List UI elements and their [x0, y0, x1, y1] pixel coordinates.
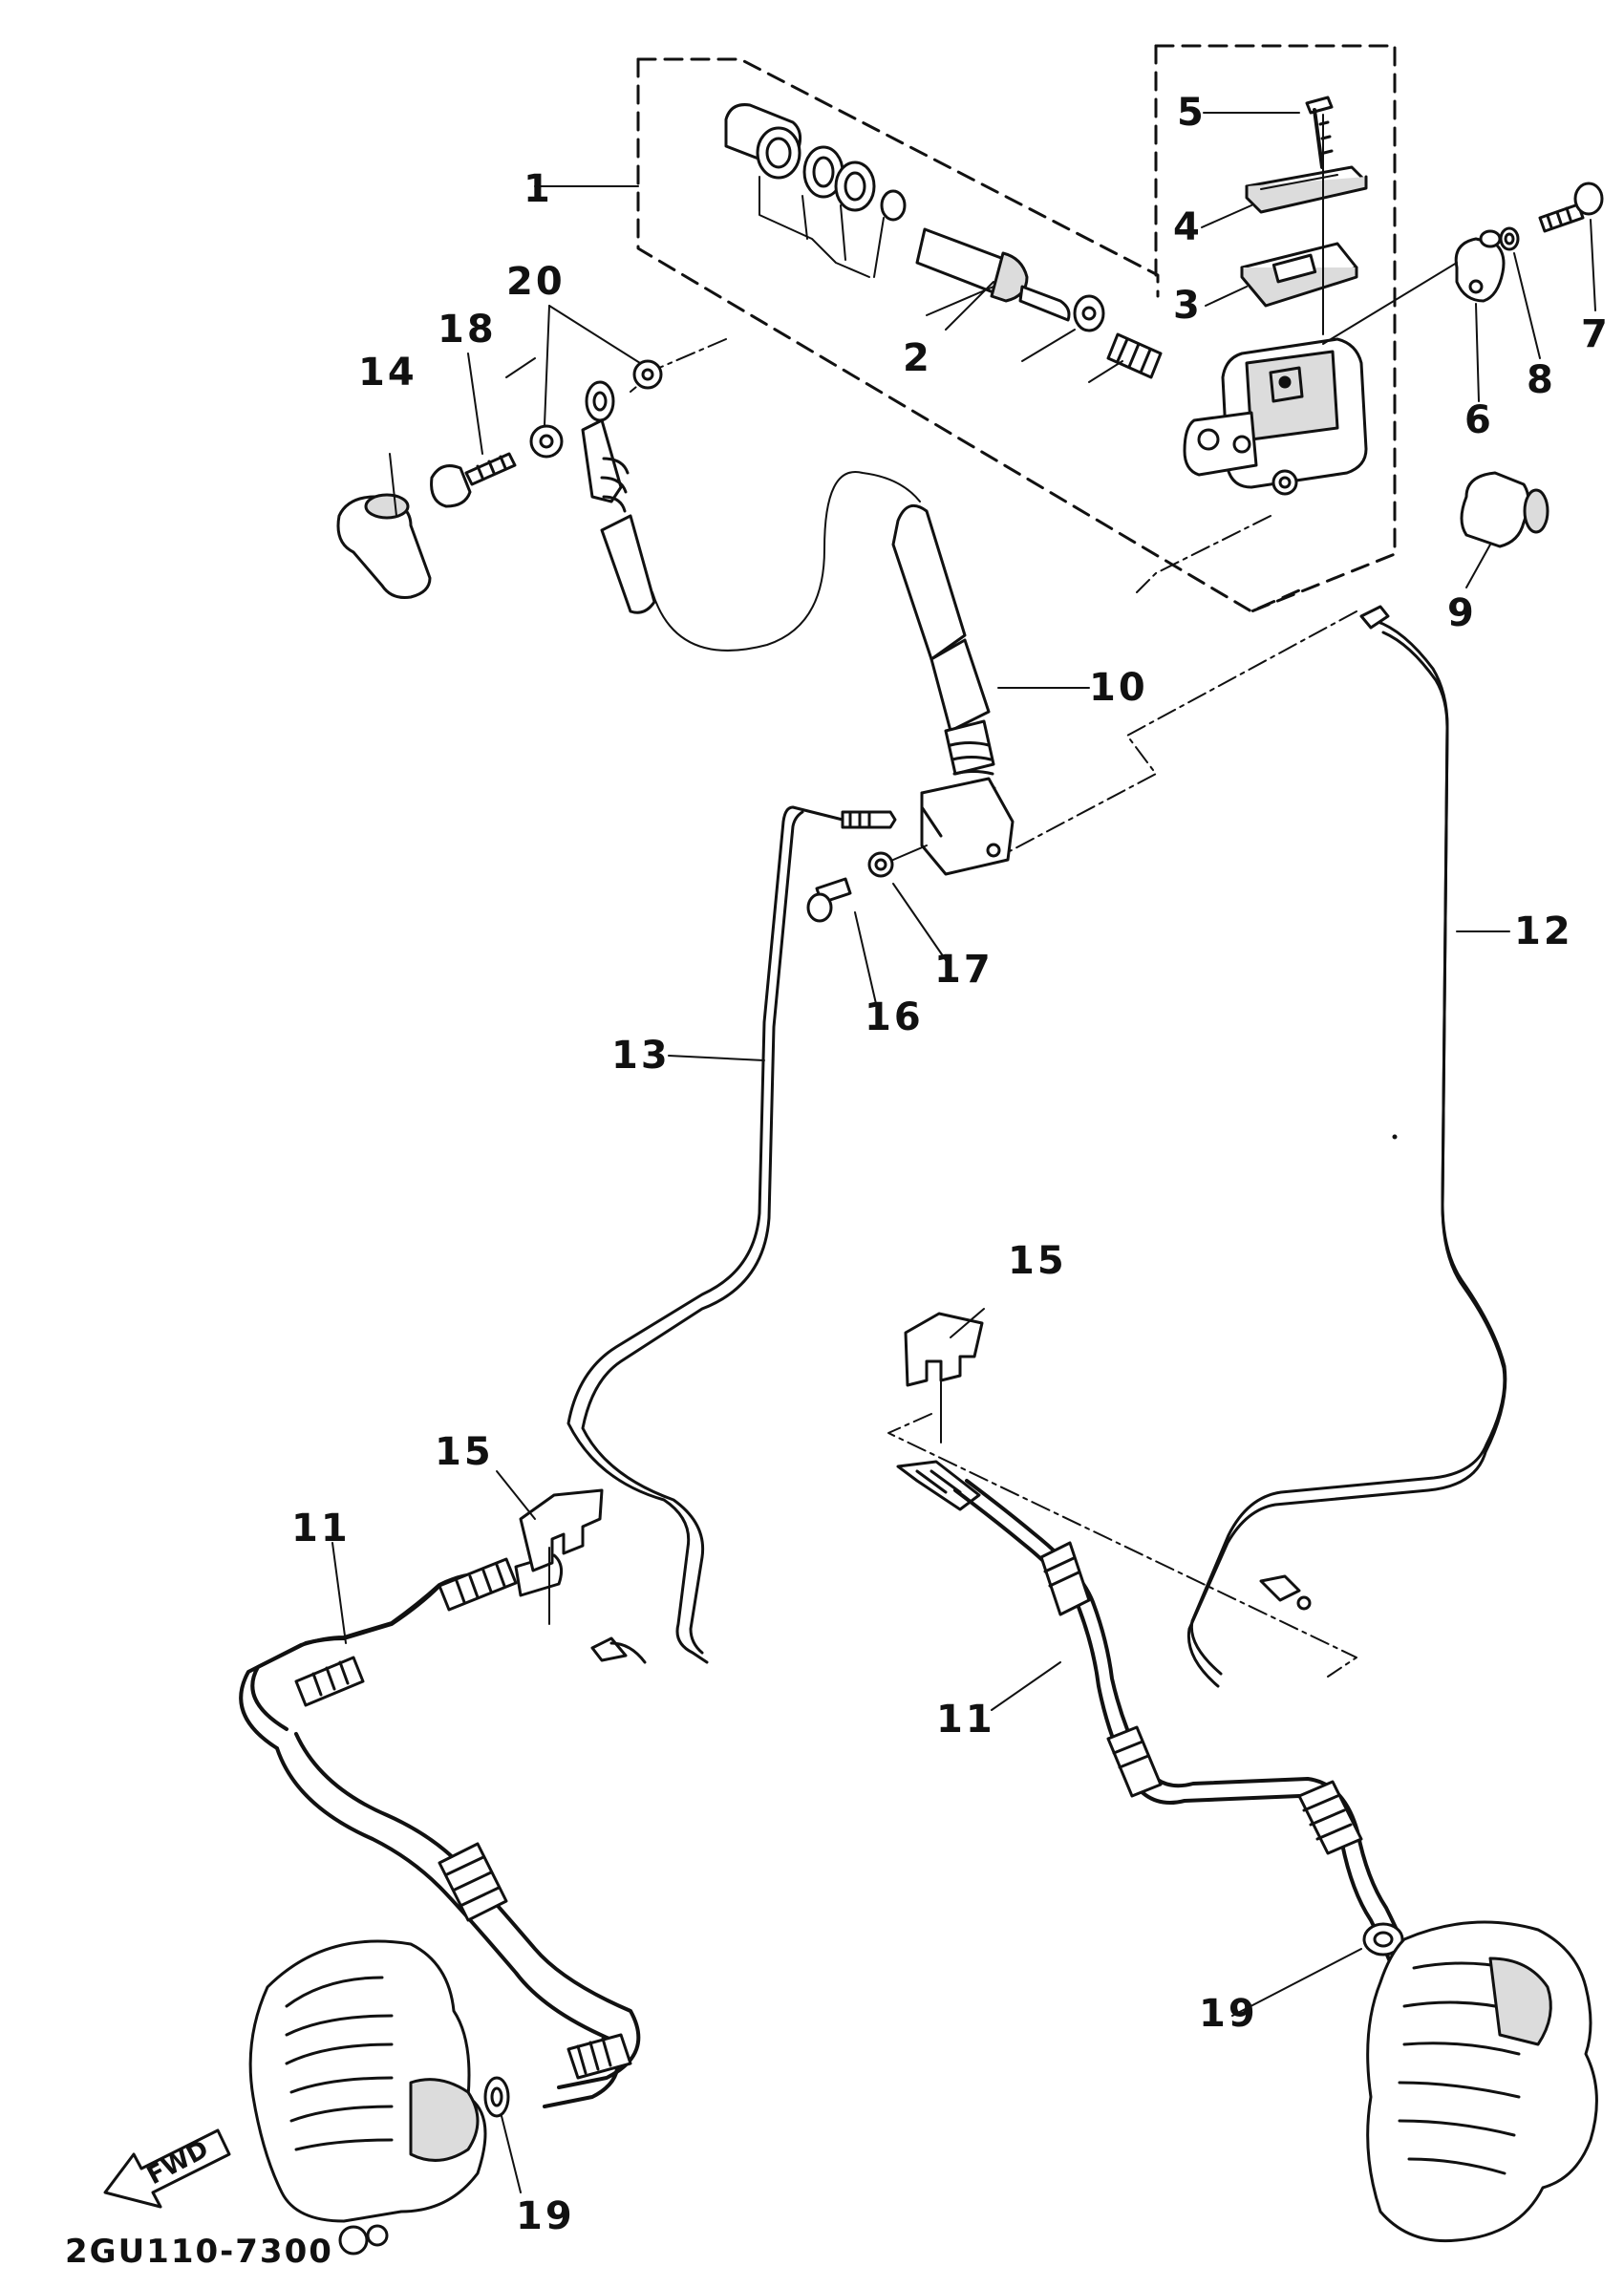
- right-brake-hose: [896, 1460, 1417, 1989]
- sleeve-part: [1460, 471, 1549, 548]
- hose-joint-group: [791, 503, 1015, 923]
- part-label-20: 20: [506, 260, 566, 304]
- part-label-3: 3: [1173, 284, 1203, 328]
- holder-clamp-parts: [1322, 182, 1604, 345]
- stray-mark: [1392, 1134, 1398, 1140]
- left-caliper: [248, 1939, 487, 2256]
- cap-part: [336, 493, 432, 599]
- svg-text:FWD: FWD: [142, 2135, 213, 2191]
- right-caliper: [1366, 1920, 1598, 2243]
- diagram-code: 2GU110-7300: [65, 2233, 333, 2271]
- part-label-10: 10: [1089, 666, 1148, 710]
- assembly-leader-lines: [630, 338, 1357, 1678]
- part-label-15-left: 15: [435, 1430, 494, 1474]
- left-brake-hose: [239, 1553, 641, 2118]
- part-label-16: 16: [865, 995, 924, 1039]
- part-label-7: 7: [1581, 312, 1611, 356]
- part-label-19-left: 19: [516, 2194, 575, 2238]
- part-label-2: 2: [903, 336, 932, 380]
- label-leader-lines: [331, 112, 1596, 2193]
- right-hose-clip: [904, 1312, 984, 1443]
- part-label-4: 4: [1173, 205, 1203, 249]
- piston-assembly: [724, 103, 1163, 379]
- reservoir-cover-parts: [1240, 96, 1368, 335]
- part-label-12: 12: [1514, 909, 1573, 953]
- brake-pipe-13: [566, 805, 804, 1664]
- part-label-9: 9: [1447, 591, 1477, 635]
- part-label-5: 5: [1177, 91, 1207, 135]
- part-label-15-right: 15: [1008, 1239, 1067, 1283]
- part-label-6: 6: [1464, 398, 1494, 442]
- seal-leader-lines: [534, 176, 1123, 383]
- part-label-8: 8: [1527, 358, 1556, 402]
- brake-pipe-12: [1186, 605, 1507, 1688]
- reservoir-hose-group: [430, 357, 921, 652]
- part-label-17: 17: [934, 948, 994, 992]
- part-label-11-left: 11: [291, 1507, 351, 1550]
- part-label-14: 14: [358, 351, 417, 395]
- part-label-19-right: 19: [1199, 1992, 1258, 2036]
- part-label-13: 13: [611, 1034, 671, 1078]
- part-label-1: 1: [524, 167, 553, 211]
- master-cylinder-body: [1183, 337, 1368, 496]
- left-hose-clip: [519, 1488, 604, 1625]
- part-label-11-right: 11: [936, 1698, 995, 1742]
- fwd-arrow-icon: FWD: [103, 2128, 231, 2209]
- part-label-18: 18: [438, 308, 497, 352]
